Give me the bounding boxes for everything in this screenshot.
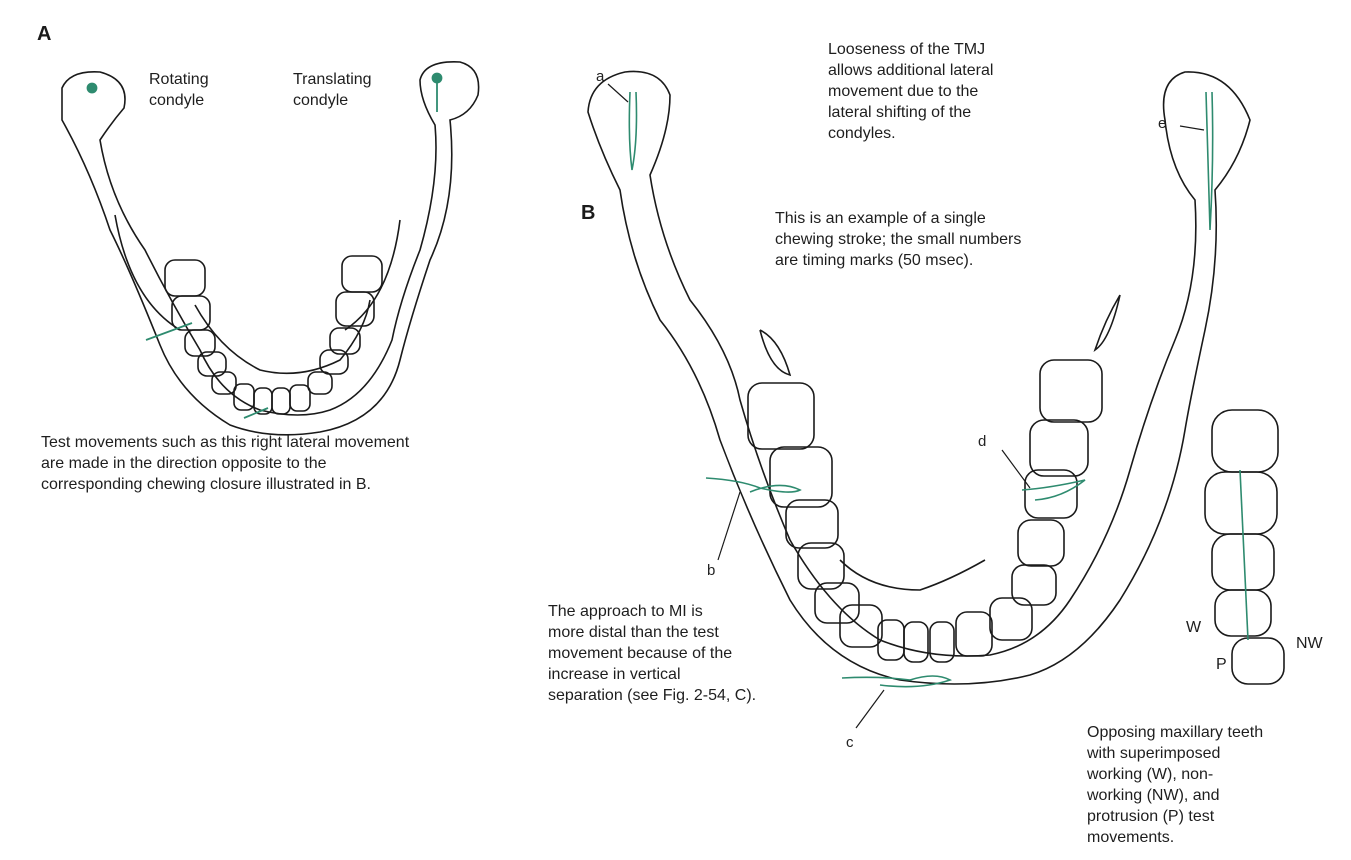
working-label: W — [1186, 617, 1201, 638]
trace-c — [842, 676, 950, 687]
looseness-note: Looseness of the TMJ allows additional l… — [828, 39, 993, 144]
mandible-b-outline — [588, 71, 1250, 684]
occlusal-teeth — [1205, 410, 1284, 684]
panel-a-letter: A — [37, 23, 51, 46]
point-label-d: d — [978, 433, 986, 450]
leader-a — [608, 84, 628, 102]
nonworking-label: NW — [1296, 633, 1323, 654]
translating-condyle-marker — [433, 74, 442, 83]
leader-d — [1002, 450, 1030, 488]
approach-note: The approach to MI is more distal than t… — [548, 601, 756, 706]
point-label-b: b — [707, 562, 715, 579]
point-label-e: e — [1158, 115, 1166, 132]
mandible-a-outline — [62, 62, 479, 435]
chewing-stroke-note: This is an example of a single chewing s… — [775, 208, 1021, 271]
occlusal-caption: Opposing maxillary teeth with superimpos… — [1087, 722, 1263, 848]
trace-occlusal — [1240, 470, 1248, 640]
leader-c — [856, 690, 884, 728]
trace-condyle-left — [629, 92, 636, 170]
panel-a-caption: Test movements such as this right latera… — [41, 432, 481, 495]
translating-condyle-label: Translating condyle — [293, 69, 372, 111]
point-label-c: c — [846, 734, 854, 751]
panel-b-letter: B — [581, 202, 595, 225]
trace-d — [1022, 480, 1085, 500]
rotating-condyle-marker — [88, 84, 97, 93]
leader-b — [718, 492, 740, 560]
rotating-condyle-label: Rotating condyle — [149, 69, 209, 111]
trace-b — [706, 478, 800, 492]
trace-condyle-right — [1206, 92, 1213, 230]
leader-e — [1180, 126, 1204, 130]
point-label-a: a — [596, 68, 604, 85]
protrusion-label: P — [1216, 654, 1227, 675]
teeth-a — [165, 256, 382, 414]
